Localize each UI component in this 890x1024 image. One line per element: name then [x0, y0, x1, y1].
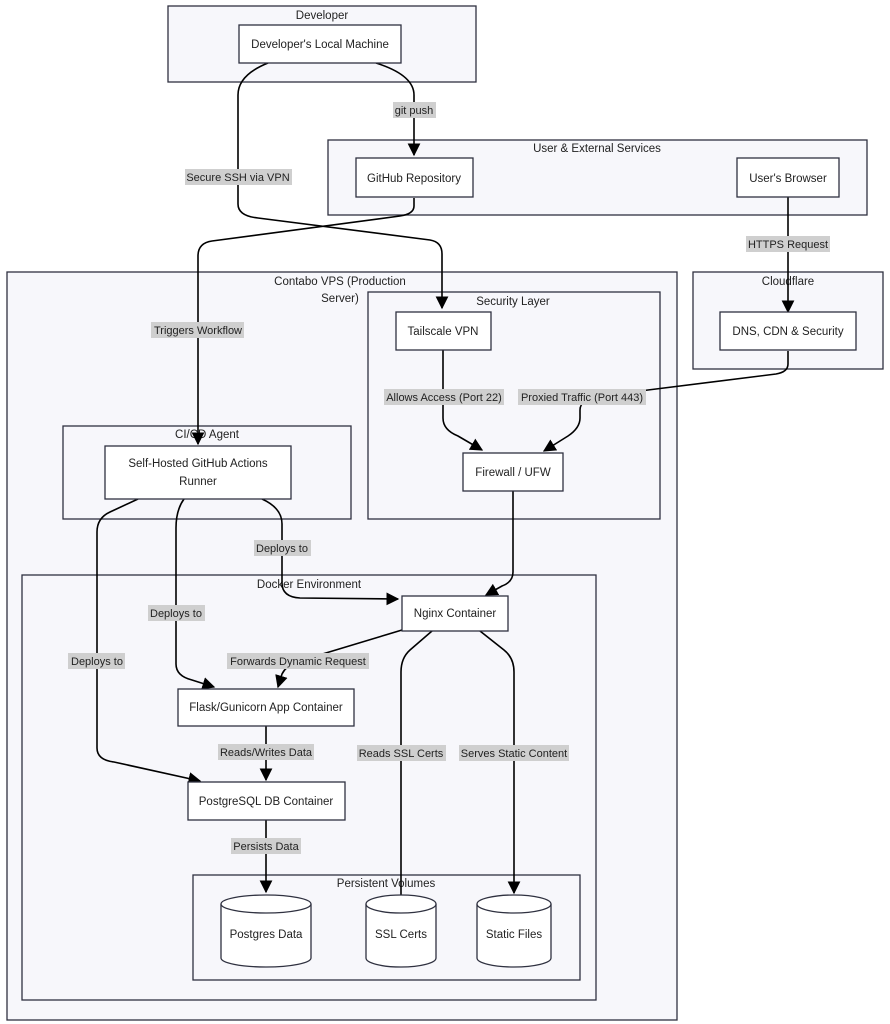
label-reads-writes: Reads/Writes Data — [218, 744, 314, 760]
node-tailscale[interactable]: Tailscale VPN — [395, 311, 492, 351]
label-https-request-text: HTTPS Request — [748, 239, 828, 251]
node-runner-label-line1: Self-Hosted GitHub Actions — [128, 458, 268, 470]
volume-static-files[interactable]: Static Files — [476, 894, 552, 968]
edge-triggers-workflow — [191, 198, 415, 446]
label-git-push-text: git push — [395, 105, 434, 117]
node-firewall[interactable]: Firewall / UFW — [462, 452, 564, 492]
volume-ssl-certs[interactable]: SSL Certs — [365, 894, 437, 968]
label-deploys-nginx-text: Deploys to — [256, 543, 308, 555]
label-deploys-nginx: Deploys to — [254, 540, 311, 556]
node-postgres-label: PostgreSQL DB Container — [199, 796, 334, 808]
node-github-repo-label: GitHub Repository — [367, 173, 461, 185]
node-dns-cdn[interactable]: DNS, CDN & Security — [719, 311, 857, 351]
edge-reads-ssl — [394, 630, 433, 909]
label-proxied-traffic-text: Proxied Traffic (Port 443) — [521, 392, 643, 404]
node-users-browser-label: User's Browser — [749, 173, 827, 185]
cluster-security-title: Security Layer — [476, 296, 550, 308]
label-secure-ssh-text: Secure SSH via VPN — [186, 172, 289, 184]
volume-postgres-data[interactable]: Postgres Data — [220, 894, 312, 968]
edge-deploys-postgres — [96, 498, 202, 785]
cluster-docker-title: Docker Environment — [257, 579, 362, 591]
volume-static-files-label: Static Files — [486, 929, 542, 941]
label-git-push: git push — [393, 102, 436, 118]
volume-postgres-data-label: Postgres Data — [230, 929, 303, 941]
cluster-contabo-title-line2: Server) — [321, 293, 359, 305]
node-flask-label: Flask/Gunicorn App Container — [189, 702, 343, 714]
edge-deploys-nginx — [261, 498, 400, 606]
label-secure-ssh: Secure SSH via VPN — [185, 169, 292, 185]
label-serves-static: Serves Static Content — [459, 745, 569, 761]
label-triggers-workflow: Triggers Workflow — [151, 322, 244, 338]
label-triggers-workflow-text: Triggers Workflow — [154, 325, 242, 337]
label-reads-ssl-text: Reads SSL Certs — [359, 748, 444, 760]
label-proxied-traffic: Proxied Traffic (Port 443) — [518, 389, 646, 405]
label-reads-ssl: Reads SSL Certs — [357, 745, 446, 761]
node-flask[interactable]: Flask/Gunicorn App Container — [177, 688, 355, 727]
cluster-user-external-title: User & External Services — [533, 143, 661, 155]
label-forwards-dynamic-text: Forwards Dynamic Request — [230, 656, 366, 668]
node-nginx[interactable]: Nginx Container — [401, 595, 509, 632]
node-nginx-label: Nginx Container — [414, 608, 497, 620]
cluster-contabo-title-line1: Contabo VPS (Production — [274, 276, 406, 288]
node-github-repo[interactable]: GitHub Repository — [355, 157, 474, 198]
edge-deploys-flask — [175, 498, 216, 690]
label-deploys-postgres: Deploys to — [68, 653, 125, 669]
label-deploys-postgres-text: Deploys to — [71, 656, 123, 668]
node-users-browser[interactable]: User's Browser — [736, 157, 840, 198]
label-forwards-dynamic: Forwards Dynamic Request — [227, 653, 369, 669]
label-deploys-flask-text: Deploys to — [150, 608, 202, 620]
label-serves-static-text: Serves Static Content — [461, 748, 567, 760]
label-reads-writes-text: Reads/Writes Data — [220, 747, 313, 759]
label-persists-data: Persists Data — [231, 838, 301, 854]
label-allows-access-text: Allows Access (Port 22) — [386, 392, 502, 404]
node-firewall-label: Firewall / UFW — [475, 467, 551, 479]
cluster-cicd-title: CI/CD Agent — [175, 429, 240, 441]
node-postgres[interactable]: PostgreSQL DB Container — [187, 781, 346, 821]
edge-serves-static — [479, 630, 521, 895]
node-runner-label-line2: Runner — [179, 476, 217, 488]
node-local-machine-label: Developer's Local Machine — [251, 39, 389, 51]
cluster-developer-title: Developer — [296, 10, 349, 22]
label-https-request: HTTPS Request — [746, 236, 830, 252]
label-deploys-flask: Deploys to — [148, 605, 205, 621]
label-allows-access: Allows Access (Port 22) — [384, 389, 504, 405]
edge-allows-access — [442, 350, 484, 451]
cluster-volumes-title: Persistent Volumes — [337, 878, 436, 890]
node-local-machine[interactable]: Developer's Local Machine — [238, 24, 402, 64]
node-tailscale-label: Tailscale VPN — [408, 326, 479, 338]
label-persists-data-text: Persists Data — [233, 841, 299, 853]
volume-ssl-certs-label: SSL Certs — [375, 929, 427, 941]
edge-git-push — [375, 62, 421, 157]
edge-firewall-nginx — [484, 491, 514, 596]
node-runner[interactable]: Self-Hosted GitHub Actions Runner — [104, 445, 292, 500]
edge-secure-ssh — [237, 62, 449, 310]
node-dns-cdn-label: DNS, CDN & Security — [732, 326, 843, 338]
